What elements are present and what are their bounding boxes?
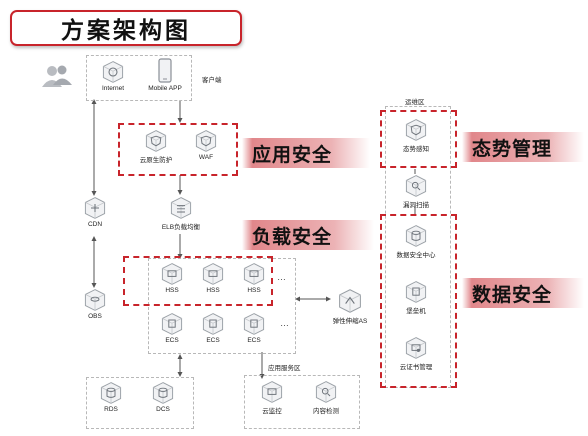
- cdn-node[interactable]: CDN: [80, 196, 110, 228]
- hss-node-1[interactable]: HSS: [155, 262, 189, 294]
- more-indicator-hss: …: [277, 272, 287, 282]
- database-icon: [403, 224, 429, 248]
- obs-node[interactable]: OBS: [80, 288, 110, 320]
- page-title: 方案架构图: [10, 10, 242, 46]
- situation-mgmt-banner: 态势管理: [462, 132, 584, 162]
- users-icon: [40, 63, 74, 89]
- bastion-node[interactable]: 堡垒机: [396, 280, 436, 315]
- internet-node[interactable]: Internet: [93, 60, 133, 92]
- phone-icon: [158, 58, 172, 83]
- app-security-box: [118, 123, 238, 176]
- elb-node[interactable]: ELB负载均衡: [156, 196, 206, 231]
- server-icon: [403, 280, 429, 304]
- load-security-banner: 负载安全: [242, 220, 374, 250]
- certificate-icon: [403, 336, 429, 360]
- waf-node[interactable]: WAF: [188, 129, 224, 161]
- rds-node[interactable]: RDS: [94, 381, 128, 413]
- ecs-node-1[interactable]: ECS: [155, 312, 189, 344]
- compute-zone: [148, 258, 296, 354]
- content-detect-node[interactable]: 内容检测: [304, 380, 348, 415]
- client-zone: [86, 55, 192, 101]
- situation-mgmt-box: [380, 110, 457, 168]
- database-icon: [150, 381, 176, 405]
- data-security-banner: 数据安全: [462, 278, 584, 308]
- shield-icon: [403, 118, 429, 142]
- database-icon: [98, 381, 124, 405]
- server-icon: [241, 262, 267, 286]
- data-sec-center-node[interactable]: 数据安全中心: [390, 224, 442, 259]
- ecs-node-2[interactable]: ECS: [196, 312, 230, 344]
- server-icon: [159, 312, 185, 336]
- mobile-app-node[interactable]: Mobile APP: [140, 58, 190, 92]
- server-icon: [200, 262, 226, 286]
- hss-node-2[interactable]: HSS: [196, 262, 230, 294]
- hss-node-3[interactable]: HSS: [237, 262, 271, 294]
- server-icon: [241, 312, 267, 336]
- scan-icon: [403, 174, 429, 198]
- vuln-scan-node[interactable]: 漏洞扫描: [394, 174, 438, 209]
- cloud-ddos-node[interactable]: 云原生防护: [130, 129, 182, 164]
- ecs-node-3[interactable]: ECS: [237, 312, 271, 344]
- server-icon: [159, 262, 185, 286]
- data-security-box: [380, 214, 457, 388]
- data-zone: [86, 377, 194, 429]
- situation-aware-node[interactable]: 态势感知: [394, 118, 438, 153]
- shield-icon: [144, 129, 168, 153]
- server-icon: [336, 288, 364, 314]
- app-security-banner: 应用安全: [242, 138, 370, 168]
- app-service-zone-label: 应用服务区: [268, 365, 301, 372]
- load-balancer-icon: [168, 196, 194, 220]
- cert-mgmt-node[interactable]: 云证书管理: [392, 336, 440, 371]
- ops-zone-label: 运维区: [405, 99, 425, 106]
- more-indicator-ecs: …: [280, 318, 290, 328]
- client-zone-label: 客户端: [202, 77, 222, 84]
- globe-icon: [100, 60, 126, 84]
- server-icon: [200, 312, 226, 336]
- auto-scaling-node[interactable]: 弹性伸缩AS: [328, 288, 372, 325]
- load-security-box: [123, 256, 273, 306]
- monitor-icon: [259, 380, 285, 404]
- cloud-monitor-node[interactable]: 云监控: [252, 380, 292, 415]
- shield-icon: [194, 129, 218, 153]
- router-icon: [82, 196, 108, 220]
- dcs-node[interactable]: DCS: [146, 381, 180, 413]
- scan-icon: [313, 380, 339, 404]
- storage-icon: [82, 288, 108, 312]
- app-service-zone: [244, 375, 360, 429]
